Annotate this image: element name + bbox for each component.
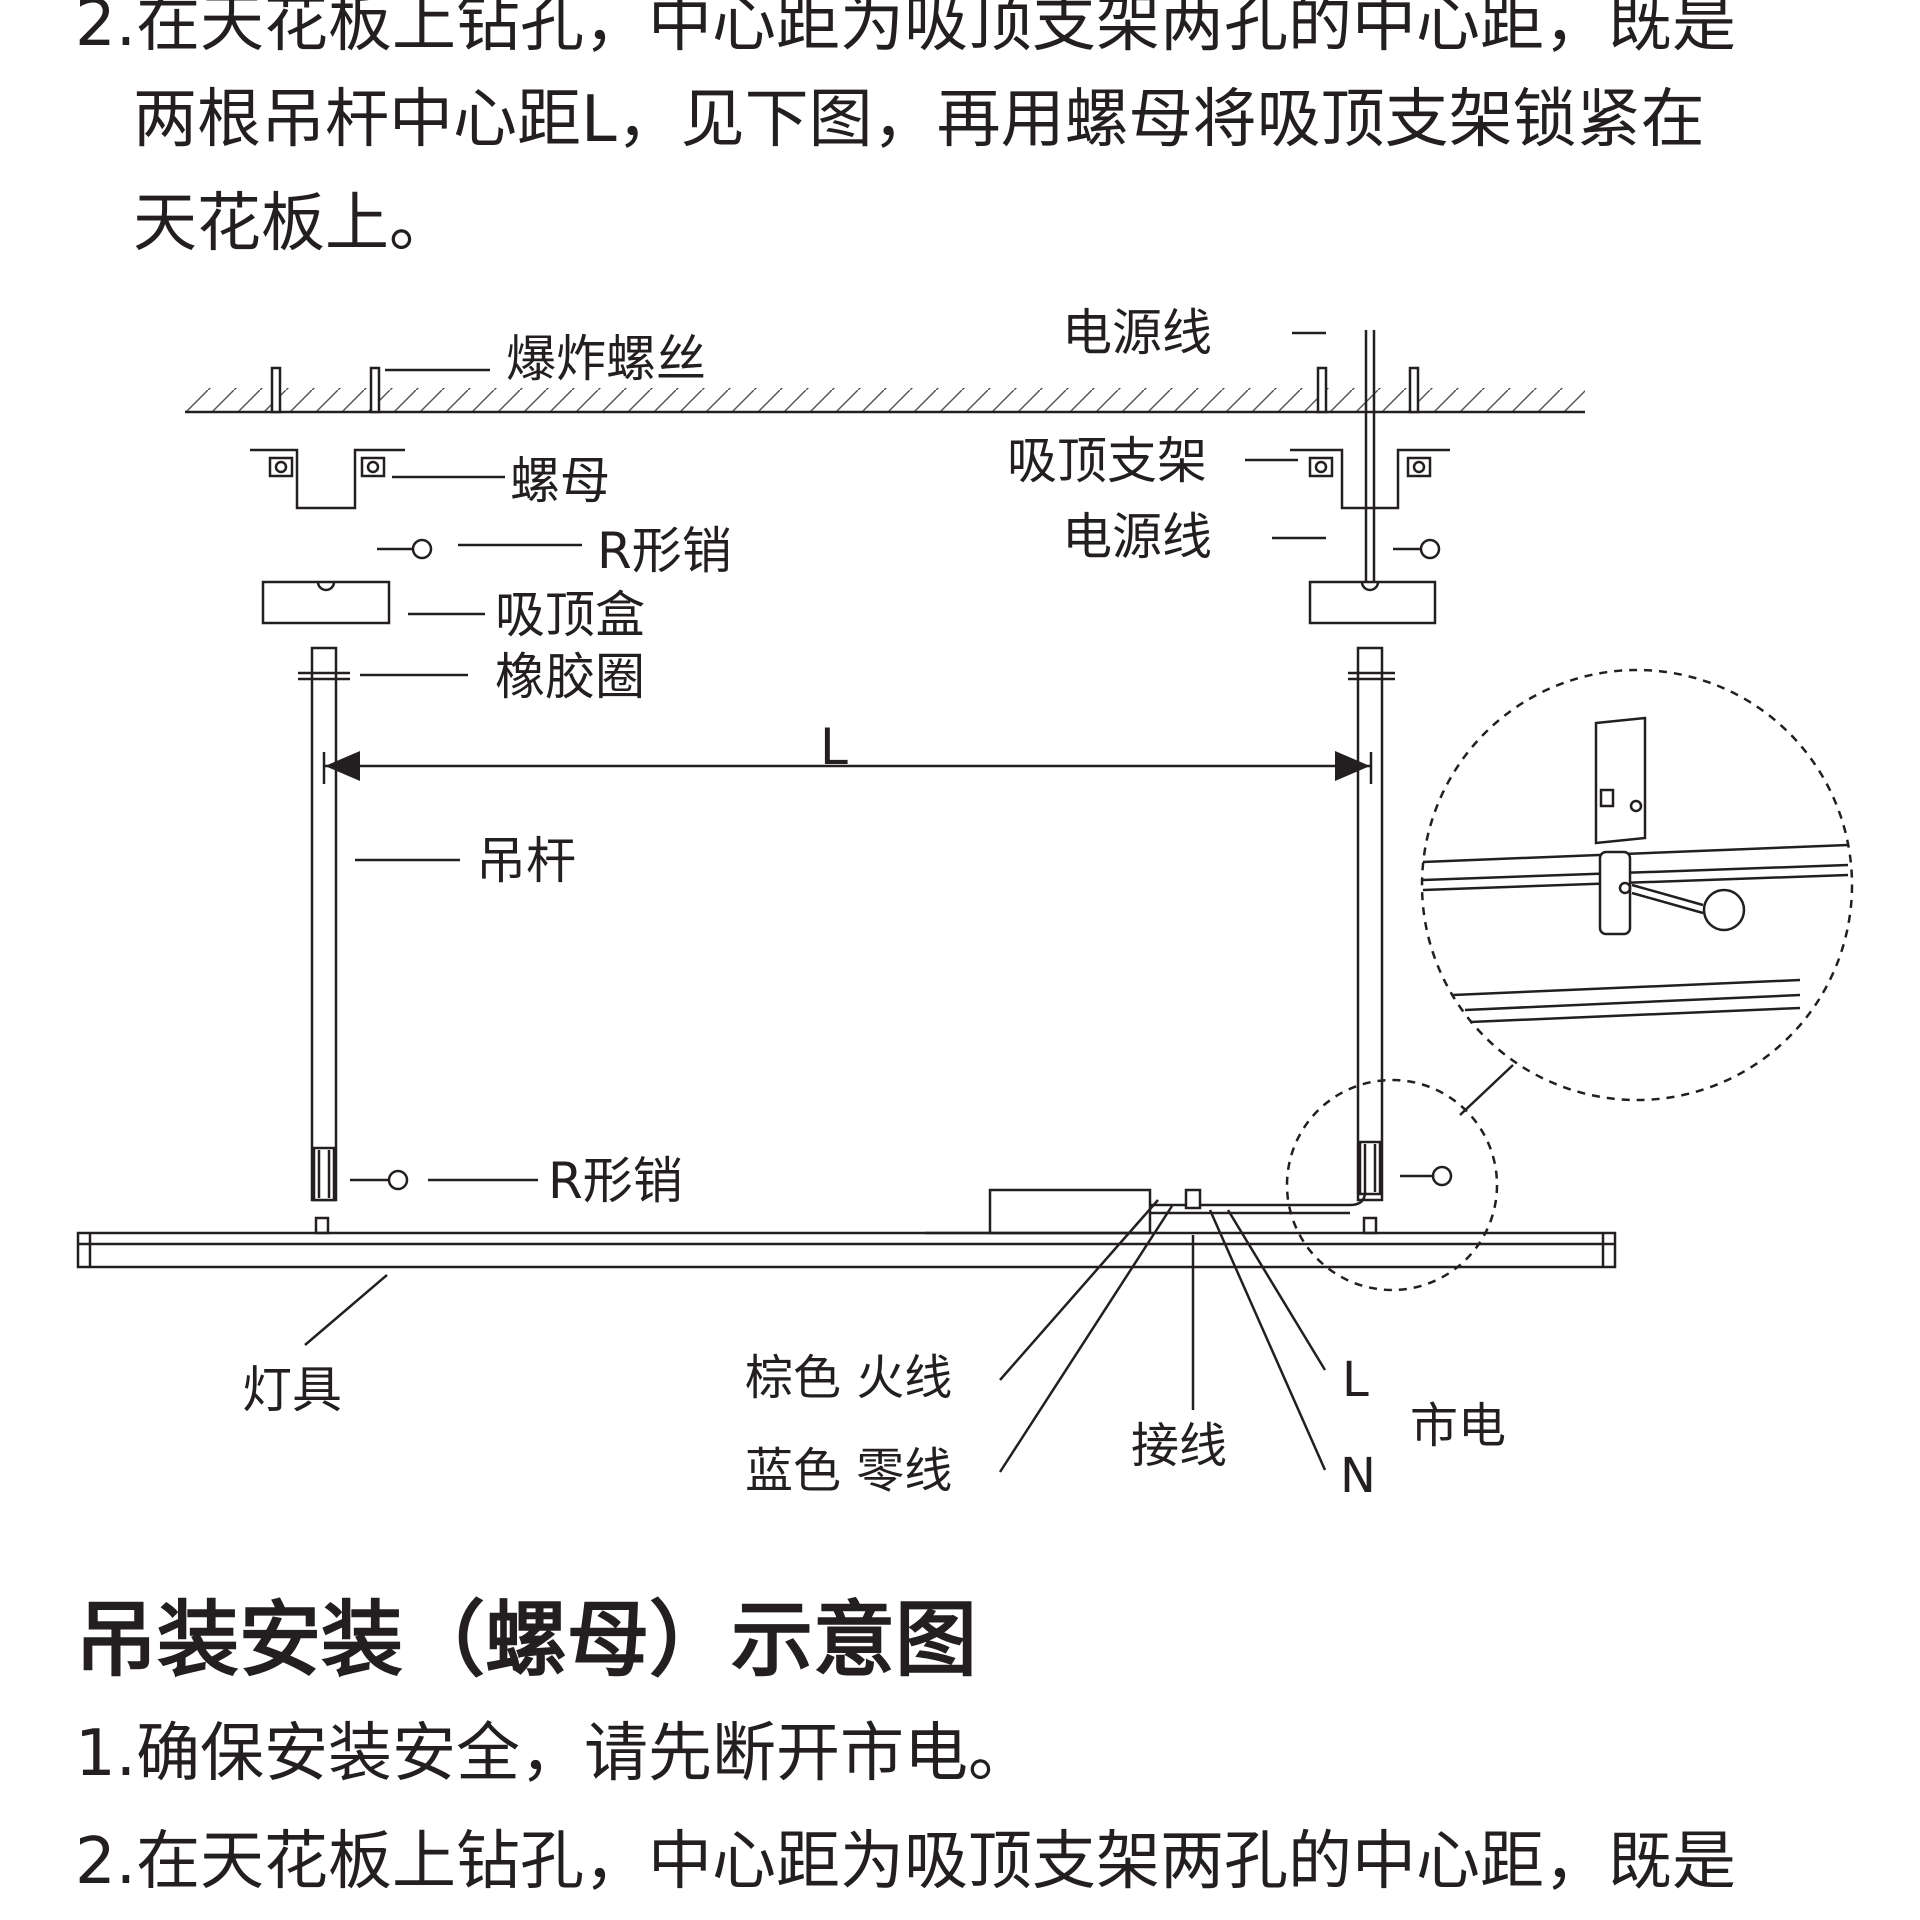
label-fixture: 灯具 [242,1361,342,1419]
label-distance: L [820,718,848,776]
label-r-pin-top: R形销 [597,522,732,580]
distance-arrow [322,751,1373,784]
ceiling-box-right [1308,580,1437,625]
section-title: 吊装安装（螺母）示意图 [75,1593,978,1688]
left-bracket [250,448,405,510]
label-bracket: 吸顶支架 [1007,432,1207,490]
leader-lines [304,331,1327,1473]
detail-zoom [1422,716,1849,1024]
label-r-pin-bottom: R形销 [548,1152,683,1210]
step-1: 1.确保安装安全，请先断开市电。 [75,1717,1033,1791]
top-text-line-3: 天花板上。 [133,187,453,261]
label-nut: 螺母 [510,452,610,510]
rod-left [298,646,350,1202]
top-text-line-2: 两根吊杆中心距L，见下图，再用螺母将吸顶支架锁紧在 [133,83,1705,157]
r-pin-top-left [377,538,433,560]
r-pin-bottom-right [1400,1165,1453,1187]
label-power-cord-mid: 电源线 [1062,508,1212,566]
light-fixture [76,1188,1617,1269]
label-brown-live: 棕色 火线 [745,1350,953,1406]
expansion-screws [270,366,1420,414]
label-expansion-screw: 爆炸螺丝 [506,330,706,388]
r-pin-top-right [1393,538,1441,560]
right-bracket [1290,448,1450,510]
label-power-cord-top: 电源线 [1062,304,1212,362]
label-ceiling-box: 吸顶盒 [495,586,645,644]
label-neutral-N: N [1340,1448,1376,1504]
label-blue-neutral: 蓝色 零线 [745,1443,953,1499]
label-wiring: 接线 [1131,1418,1228,1474]
detail-callout [1285,668,1854,1292]
step-2: 2.在天花板上钻孔，中心距为吸顶支架两孔的中心距，既是 [75,1825,1737,1899]
rod-right [1348,646,1395,1202]
label-rod: 吊杆 [476,832,576,890]
label-mains: 市电 [1410,1398,1507,1454]
label-rubber-ring: 橡胶圈 [495,648,645,706]
wiring-lines [1150,1188,1367,1215]
top-text-line-1: 2.在天花板上钻孔，中心距为吸顶支架两孔的中心距，既是 [75,0,1737,61]
label-live-L: L [1342,1352,1369,1408]
ceiling-box-left [261,580,391,625]
r-pin-bottom-left [350,1169,409,1191]
ceiling [185,388,1585,414]
